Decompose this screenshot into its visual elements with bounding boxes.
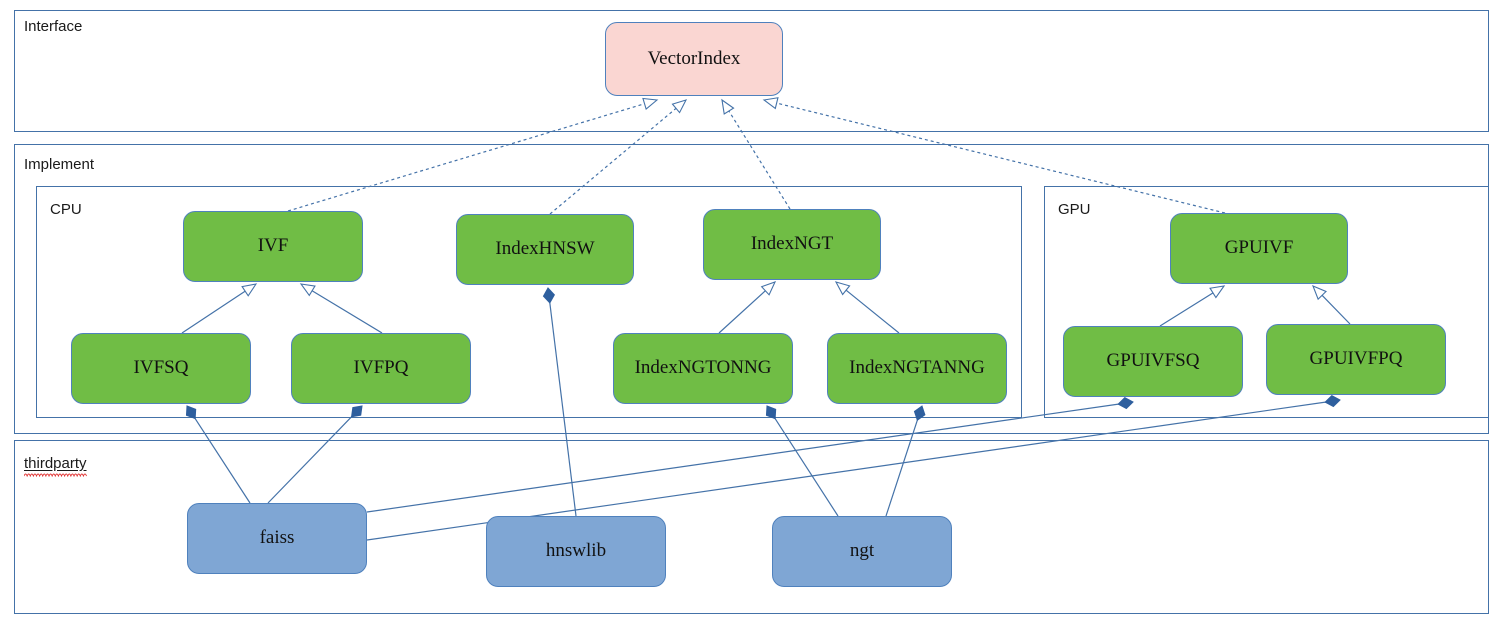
class-node-indexngtonng[interactable]: IndexNGTONNG bbox=[613, 333, 793, 404]
class-node-label: IndexNGTONNG bbox=[634, 357, 772, 379]
class-node-gpuivf[interactable]: GPUIVF bbox=[1170, 213, 1348, 284]
class-node-gpuivfsq[interactable]: GPUIVFSQ bbox=[1063, 326, 1243, 397]
class-node-label: hnswlib bbox=[545, 540, 607, 562]
class-node-label: GPUIVFPQ bbox=[1309, 348, 1403, 370]
class-node-gpuivfpq[interactable]: GPUIVFPQ bbox=[1266, 324, 1446, 395]
class-node-ivfsq[interactable]: IVFSQ bbox=[71, 333, 251, 404]
class-node-label: IVF bbox=[257, 235, 289, 257]
class-node-label: ngt bbox=[849, 540, 875, 562]
class-node-ngt[interactable]: ngt bbox=[772, 516, 952, 587]
class-node-label: IndexNGTANNG bbox=[849, 357, 985, 379]
class-node-label: IVFSQ bbox=[133, 357, 189, 379]
class-node-label: IndexHNSW bbox=[495, 238, 595, 260]
class-node-vectorindex[interactable]: VectorIndex bbox=[605, 22, 783, 96]
class-node-faiss[interactable]: faiss bbox=[187, 503, 367, 574]
class-node-ivf[interactable]: IVF bbox=[183, 211, 363, 282]
class-node-hnswlib[interactable]: hnswlib bbox=[486, 516, 666, 587]
class-node-indexngt[interactable]: IndexNGT bbox=[703, 209, 881, 280]
class-node-label: VectorIndex bbox=[647, 47, 741, 69]
group-label-implement: Implement bbox=[24, 156, 95, 173]
group-label-gpu: GPU bbox=[1058, 201, 1091, 218]
group-label-thirdparty: thirdparty bbox=[24, 456, 87, 477]
class-node-ivfpq[interactable]: IVFPQ bbox=[291, 333, 471, 404]
class-node-indexngtanng[interactable]: IndexNGTANNG bbox=[827, 333, 1007, 404]
group-label-interface: Interface bbox=[24, 18, 83, 35]
class-node-label: faiss bbox=[259, 527, 295, 549]
class-node-label: IVFPQ bbox=[353, 357, 409, 379]
class-node-label: GPUIVFSQ bbox=[1106, 350, 1200, 372]
class-node-label: GPUIVF bbox=[1224, 237, 1294, 259]
class-node-indexhnsw[interactable]: IndexHNSW bbox=[456, 214, 634, 285]
class-node-label: IndexNGT bbox=[750, 233, 834, 255]
group-label-cpu: CPU bbox=[50, 201, 82, 218]
